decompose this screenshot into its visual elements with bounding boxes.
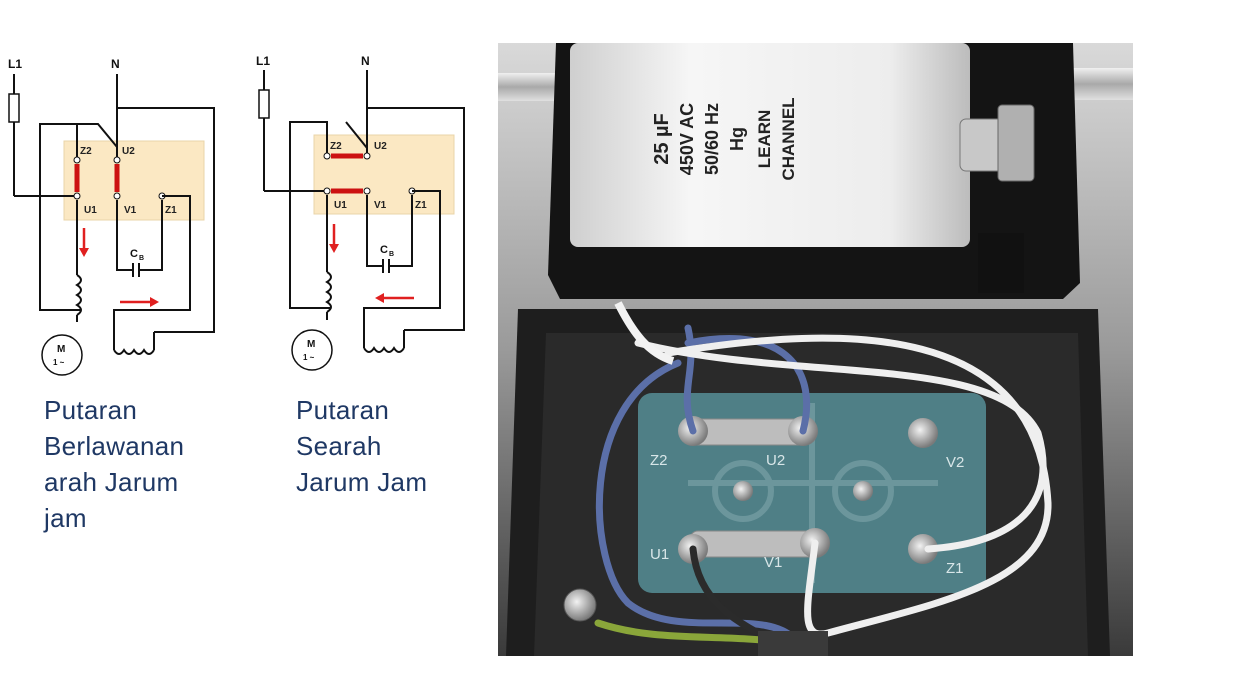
terminal-box xyxy=(63,140,205,221)
capacitor-sub: B xyxy=(139,255,144,262)
fuse-icon xyxy=(8,93,20,123)
aux-winding xyxy=(113,348,155,355)
label-n: N xyxy=(361,54,370,68)
caption-line: Searah xyxy=(296,431,382,461)
motor-label: M xyxy=(307,339,315,350)
terminal-box xyxy=(313,134,455,215)
label-l1: L1 xyxy=(256,54,270,68)
fuse-icon xyxy=(258,89,270,119)
terminal-z1: Z1 xyxy=(165,205,177,216)
ccw-caption: Putaran Berlawanan arah Jarum jam xyxy=(44,392,184,536)
motor-phase-label: 1 ~ xyxy=(53,358,65,367)
arrow-left-icon xyxy=(375,293,384,303)
capacitor-label: C xyxy=(380,244,388,256)
ccw-wiring-diagram: L1 N Z2 U2 U1 V1 Z1 C B M 1 ~ xyxy=(8,57,215,376)
caption-line: Putaran xyxy=(44,395,138,425)
terminal-u2: U2 xyxy=(122,146,135,157)
terminal-u1: U1 xyxy=(84,205,97,216)
svg-text:25 µF: 25 µF xyxy=(651,113,673,165)
arrow-down-icon xyxy=(79,248,89,257)
terminal-u1: U1 xyxy=(334,200,347,211)
svg-text:CHANNEL: CHANNEL xyxy=(779,97,798,180)
capacitor-sub: B xyxy=(389,251,394,258)
terminal-z2: Z2 xyxy=(80,146,92,157)
caption-line: arah Jarum xyxy=(44,467,179,497)
caption-line: Jarum Jam xyxy=(296,467,428,497)
board-label-u2: U2 xyxy=(766,452,785,469)
board-label-v2: V2 xyxy=(946,454,964,471)
board-label-z2: Z2 xyxy=(650,452,668,469)
arrow-right-icon xyxy=(150,297,159,307)
capacitor-label: C xyxy=(130,248,138,260)
svg-text:Hg: Hg xyxy=(727,127,747,151)
main-winding xyxy=(75,274,82,316)
white-wire xyxy=(664,334,1052,638)
label-l1: L1 xyxy=(8,57,22,71)
svg-text:LEARN: LEARN xyxy=(755,110,774,169)
terminal-u2: U2 xyxy=(374,141,387,152)
terminal-bridge-bottom xyxy=(689,530,819,558)
motor-symbol xyxy=(41,334,83,376)
main-winding xyxy=(325,271,332,313)
motor-phase-label: 1 ~ xyxy=(303,353,315,362)
motor-label: M xyxy=(57,344,65,355)
aux-winding xyxy=(363,346,405,353)
caption-line: jam xyxy=(44,503,87,533)
cw-caption: Putaran Searah Jarum Jam xyxy=(296,392,427,500)
caption-line: Putaran xyxy=(296,395,390,425)
terminal-v1: V1 xyxy=(374,200,387,211)
board-label-v1: V1 xyxy=(764,554,782,571)
terminal-z1: Z1 xyxy=(415,200,427,211)
label-n: N xyxy=(111,57,120,71)
cw-wiring-diagram: L1 N Z2 U2 U1 V1 Z1 C B M 1 ~ xyxy=(256,54,465,371)
svg-text:450V AC: 450V AC xyxy=(677,103,697,175)
earth-screw-icon xyxy=(563,588,597,622)
terminal-v1: V1 xyxy=(124,205,137,216)
capacitor-label-block: 25 µF 450V AC 50/60 Hz Hg LEARN CHANNEL xyxy=(651,97,798,180)
terminal-z2: Z2 xyxy=(330,141,342,152)
blue-wire xyxy=(684,335,811,435)
svg-text:50/60 Hz: 50/60 Hz xyxy=(702,103,722,175)
arrow-down-icon xyxy=(329,244,339,253)
motor-symbol xyxy=(291,329,333,371)
caption-line: Berlawanan xyxy=(44,431,185,461)
board-label-u1: U1 xyxy=(650,546,669,563)
terminal-box-photo: 25 µF 450V AC 50/60 Hz Hg LEARN CHANNEL xyxy=(498,43,1133,656)
board-label-z1: Z1 xyxy=(946,560,964,577)
